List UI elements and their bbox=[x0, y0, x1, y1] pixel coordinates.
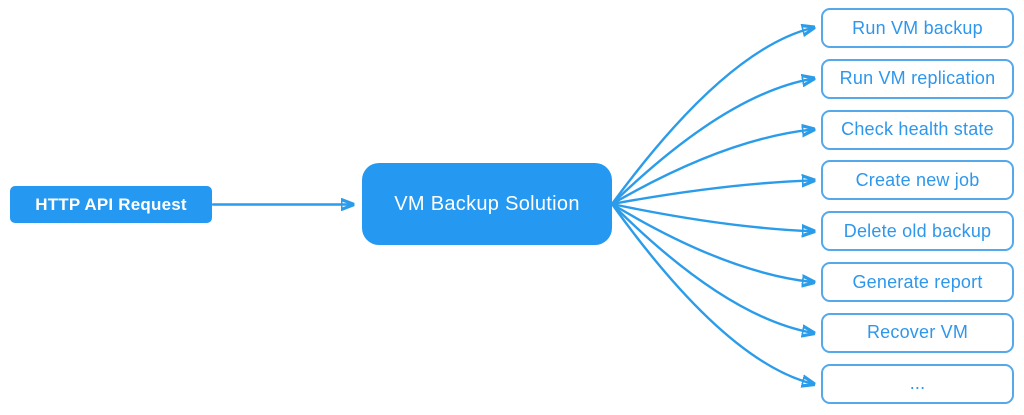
target-node-generate-report: Generate report bbox=[821, 262, 1014, 302]
target-node-more: ... bbox=[821, 363, 1014, 404]
target-node-run-vm-replication: Run VM replication bbox=[821, 58, 1014, 99]
hub-to-target-connector-2 bbox=[610, 79, 812, 206]
hub-to-target-connector-6 bbox=[610, 202, 812, 282]
target-node-label: Delete old backup bbox=[843, 220, 992, 241]
source-node: HTTP API Request bbox=[10, 186, 212, 223]
target-node-label: Generate report bbox=[852, 271, 983, 292]
target-node-label: Check health state bbox=[841, 119, 994, 140]
hub-to-target-connector-3 bbox=[610, 130, 812, 206]
hub-to-target-connector-8 bbox=[610, 202, 812, 384]
hub-node-label: VM Backup Solution bbox=[394, 192, 580, 215]
target-node-label: Run VM backup bbox=[852, 17, 983, 38]
hub-to-target-connector-5 bbox=[610, 202, 812, 231]
target-node-label: Run VM replication bbox=[839, 68, 996, 89]
hub-to-target-connector-1 bbox=[610, 28, 812, 206]
hub-to-target-connector-7 bbox=[610, 202, 812, 333]
target-node-recover-vm: Recover VM bbox=[821, 312, 1014, 353]
target-node-label: Create new job bbox=[855, 169, 980, 190]
target-node-delete-old-backup: Delete old backup bbox=[821, 211, 1014, 252]
hub-to-target-connector-4 bbox=[610, 180, 812, 206]
source-node-label: HTTP API Request bbox=[35, 194, 187, 214]
target-node-run-vm-backup: Run VM backup bbox=[821, 8, 1014, 48]
target-node-label: ... bbox=[909, 373, 926, 394]
target-node-check-health-state: Check health state bbox=[821, 109, 1014, 150]
target-node-label: Recover VM bbox=[866, 322, 969, 343]
target-node-create-new-job: Create new job bbox=[821, 160, 1014, 201]
hub-node: VM Backup Solution bbox=[362, 163, 612, 245]
